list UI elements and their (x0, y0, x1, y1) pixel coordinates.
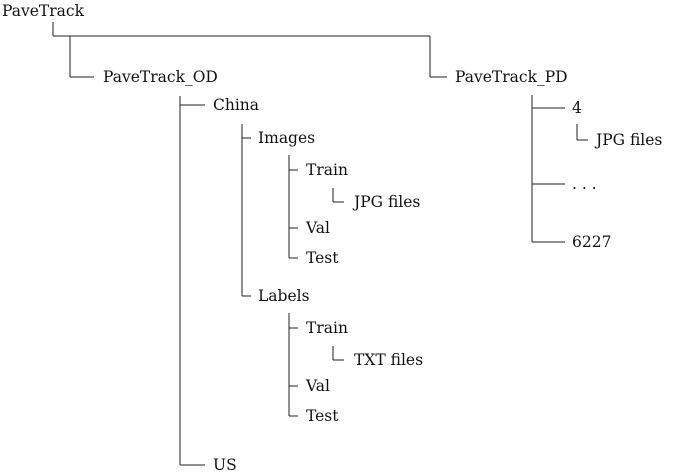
node-images-jpg-files: JPG files (352, 193, 420, 211)
node-labels-val: Val (305, 377, 330, 395)
node-labels: Labels (258, 287, 310, 305)
node-images-val: Val (305, 219, 330, 237)
node-china: China (213, 96, 259, 114)
node-pd-jpg-files: JPG files (594, 131, 662, 149)
tree-connectors (52, 22, 588, 466)
node-us: US (213, 456, 237, 472)
node-labels-txt-files: TXT files (354, 351, 423, 369)
node-images-train: Train (306, 161, 348, 179)
node-pd-6227: 6227 (572, 233, 611, 251)
node-pd-ellipsis: . . . (572, 175, 597, 193)
node-labels-train: Train (306, 319, 348, 337)
node-pd-4: 4 (572, 99, 582, 117)
tree-labels: PaveTrack PaveTrack_OD China Images Trai… (2, 2, 662, 472)
node-pavetrack-pd: PaveTrack_PD (455, 68, 568, 86)
node-labels-test: Test (306, 407, 339, 425)
node-images-test: Test (306, 249, 339, 267)
node-images: Images (258, 129, 315, 147)
node-pavetrack-od: PaveTrack_OD (103, 68, 218, 86)
node-root: PaveTrack (2, 2, 85, 20)
